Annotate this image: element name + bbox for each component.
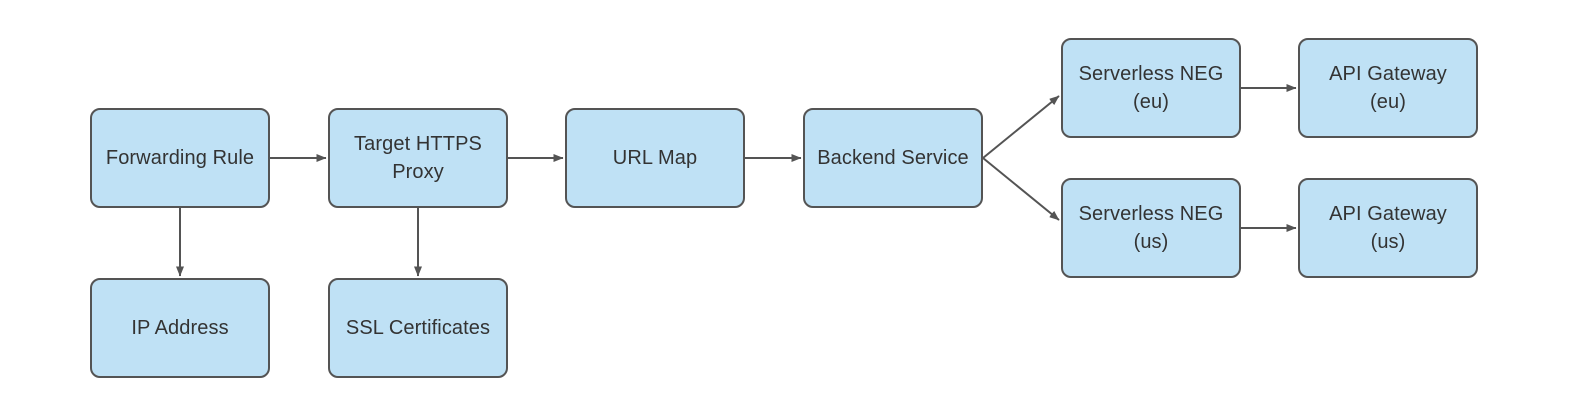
node-forwarding-rule[interactable]: Forwarding Rule: [90, 108, 270, 208]
node-api-gateway-us[interactable]: API Gateway (us): [1298, 178, 1478, 278]
node-api-gateway-eu[interactable]: API Gateway (eu): [1298, 38, 1478, 138]
node-backend-service[interactable]: Backend Service: [803, 108, 983, 208]
edge-backend-service-to-serverless-neg-eu: [982, 95, 1060, 159]
node-url-map[interactable]: URL Map: [565, 108, 745, 208]
node-serverless-neg-eu[interactable]: Serverless NEG (eu): [1061, 38, 1241, 138]
node-ip-address[interactable]: IP Address: [90, 278, 270, 378]
edge-backend-service-to-serverless-neg-us: [982, 157, 1060, 221]
node-serverless-neg-us[interactable]: Serverless NEG (us): [1061, 178, 1241, 278]
node-ssl-certificates[interactable]: SSL Certificates: [328, 278, 508, 378]
node-target-https-proxy[interactable]: Target HTTPS Proxy: [328, 108, 508, 208]
